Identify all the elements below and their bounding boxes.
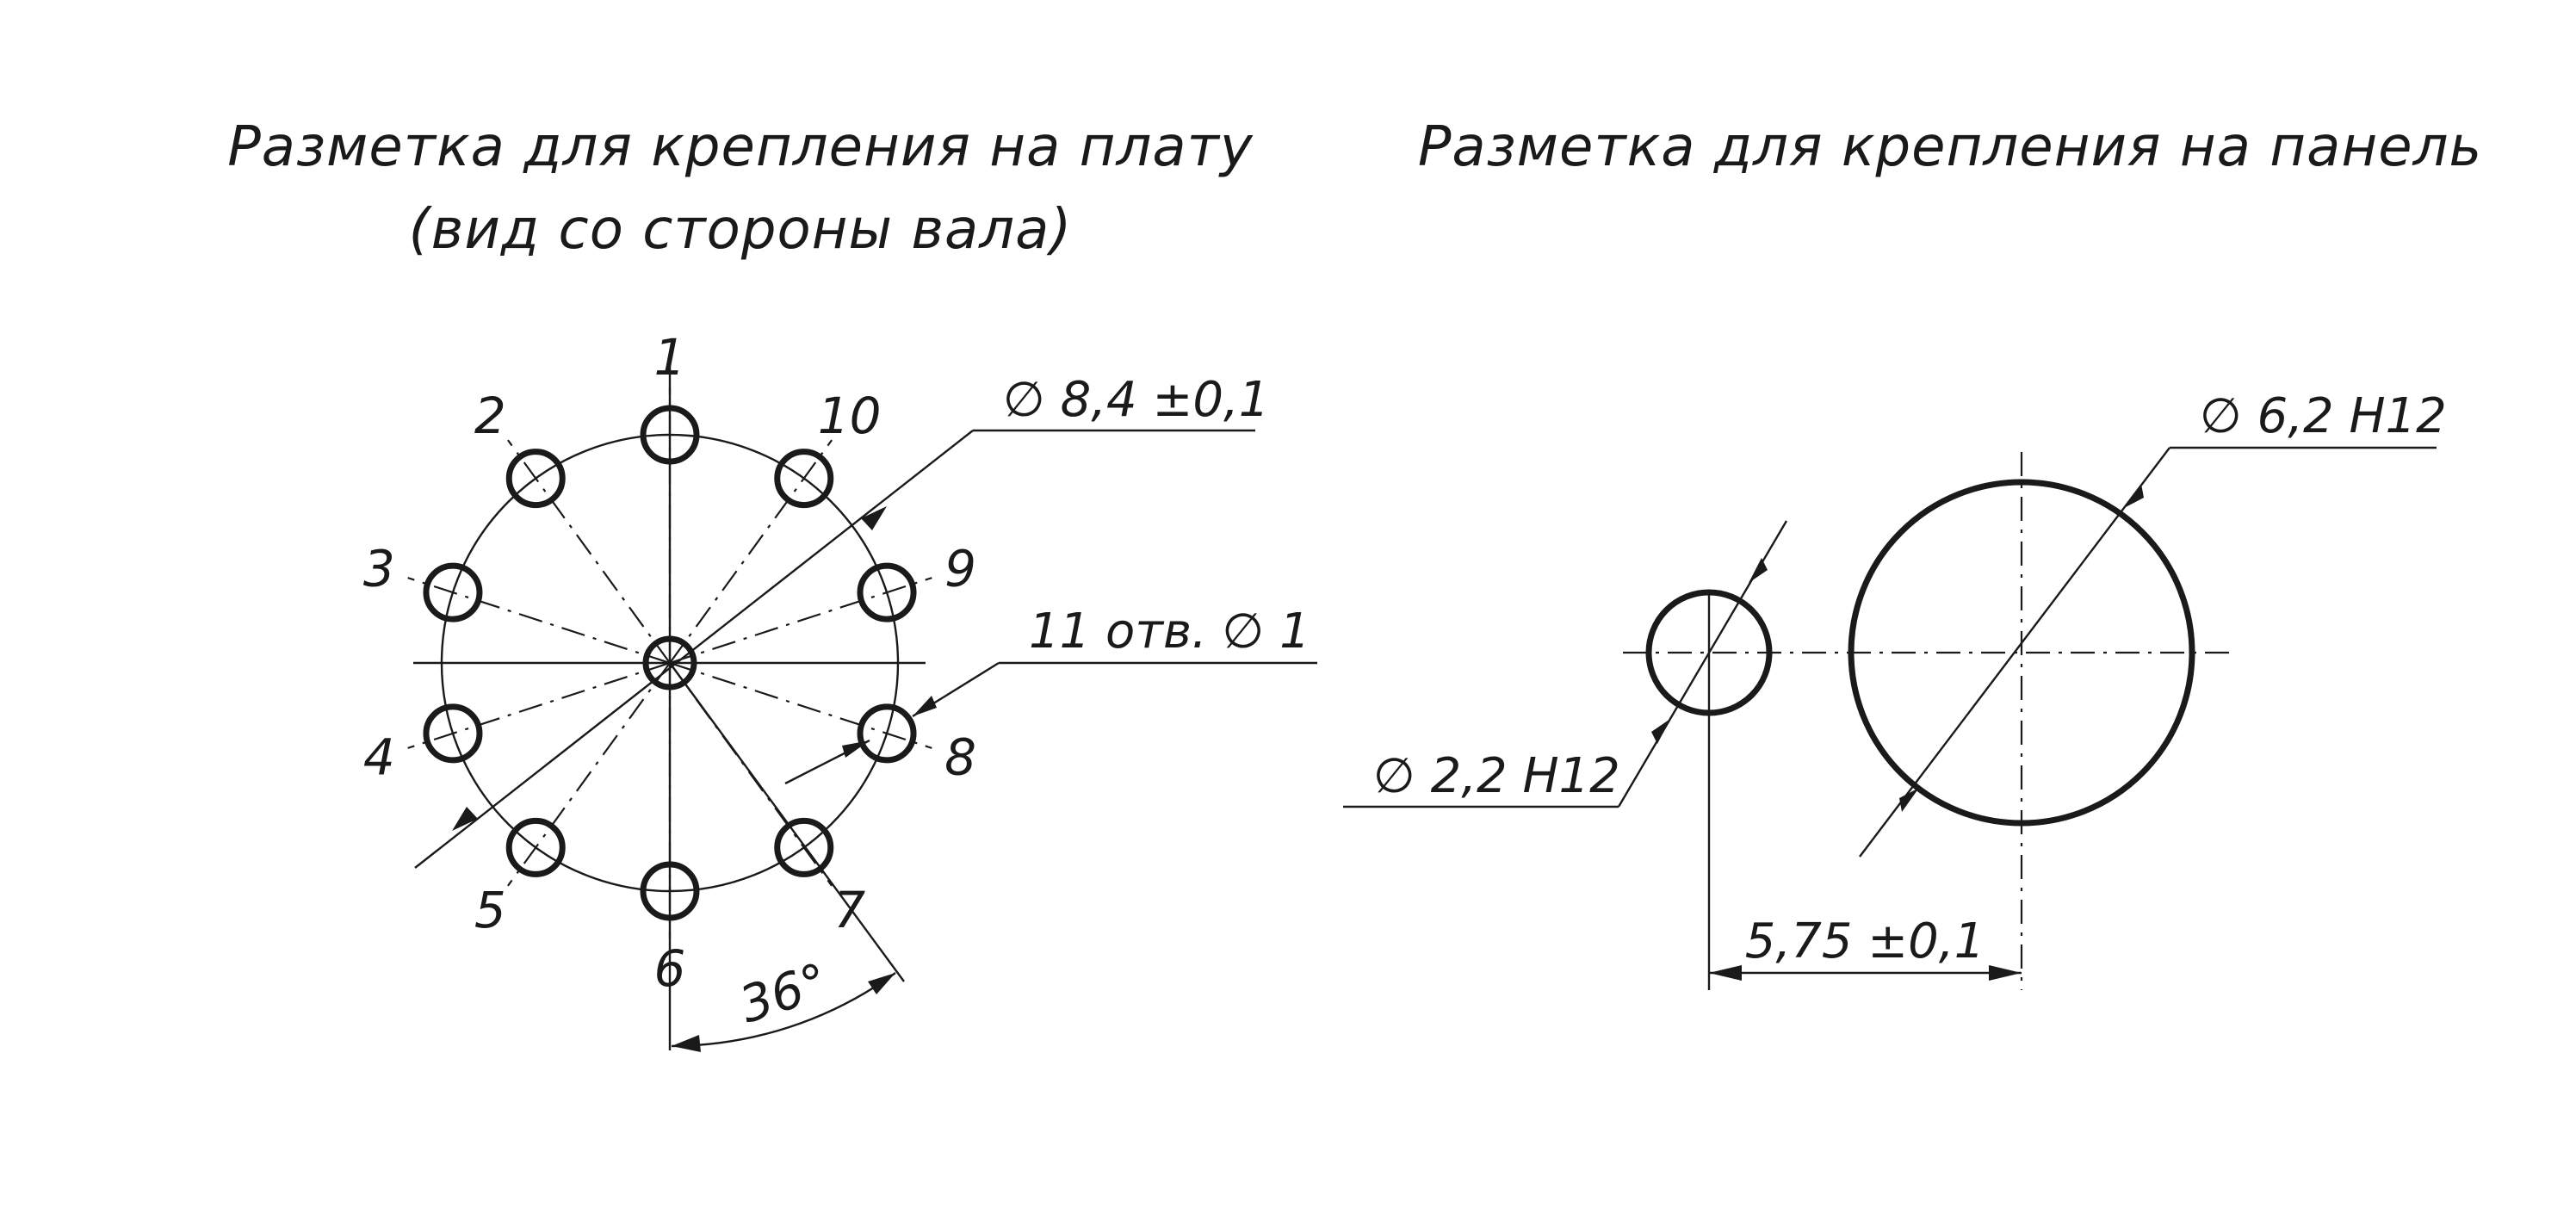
angle-arrow-right <box>868 973 895 994</box>
angle-arrow-left <box>672 1035 701 1052</box>
large-hole <box>1848 479 2195 827</box>
pin-label-5: 5 <box>474 881 506 939</box>
holes-label: 11 отв. ∅ 1 <box>1029 604 1310 660</box>
left-title-line2: (вид со стороны вала) <box>409 198 1073 262</box>
pin-hole-10 <box>774 449 834 509</box>
radial-line-9 <box>669 577 932 665</box>
angle-extension-line <box>669 662 905 982</box>
pin-hole-3 <box>423 562 483 622</box>
pin-hole-9 <box>857 562 917 622</box>
holes-leader-arrow <box>913 696 937 716</box>
pin-labels: 1 2 3 4 5 6 7 8 9 10 <box>363 328 976 998</box>
pin-hole-4 <box>423 703 483 764</box>
spacing-label: 5,75 ±0,1 <box>1745 913 1985 969</box>
spacing-arrow-left <box>1709 965 1742 981</box>
pcd-arrow-lower <box>452 807 478 831</box>
pin-label-6: 6 <box>654 939 686 998</box>
pin-label-9: 9 <box>944 539 976 598</box>
large-hole-arrow-top <box>2124 484 2144 508</box>
right-title: Разметка для крепления на панель <box>1418 115 2482 179</box>
radial-line-8 <box>669 661 932 749</box>
radial-line-10 <box>669 439 833 664</box>
pin-hole-2 <box>505 449 566 509</box>
small-hole-arrow-bottom <box>1651 719 1670 744</box>
pcd-arrow-upper <box>861 506 887 530</box>
pin-label-10: 10 <box>818 387 882 445</box>
pin-hole-1 <box>640 405 700 465</box>
pin-holes <box>423 405 917 921</box>
radial-line-5 <box>507 662 671 887</box>
large-hole-label: ∅ 6,2 H12 <box>2200 388 2447 444</box>
spacing-arrow-right <box>1989 965 2022 981</box>
panel-hole-pattern: ∅ 2,2 H12 ∅ 6,2 H12 5,75 ±0,1 <box>1343 388 2447 990</box>
radial-line-3 <box>407 577 671 665</box>
pcb-hole-pattern: 1 2 3 4 5 6 7 8 9 10 ∅ 8,4 ±0,1 11 отв. ∅ 1 36° <box>363 328 1317 1052</box>
small-hole-label: ∅ 2,2 H12 <box>1373 748 1620 804</box>
pin-hole-7 <box>774 817 834 877</box>
large-hole-dim-line <box>1859 447 2170 858</box>
pin-label-3: 3 <box>363 539 395 598</box>
pin-label-2: 2 <box>474 387 506 445</box>
pin-label-8: 8 <box>944 728 976 787</box>
radial-line-2 <box>507 439 671 664</box>
pin-hole-5 <box>505 817 566 877</box>
angle-arc <box>671 972 896 1048</box>
pin-label-1: 1 <box>654 328 686 387</box>
angle-label: 36° <box>733 951 835 1034</box>
pin-label-4: 4 <box>363 728 395 787</box>
left-title-line1: Разметка для крепления на плату <box>227 115 1254 179</box>
pin-hole-8 <box>857 703 917 764</box>
pcd-dimension-line <box>414 430 974 869</box>
pin8-arrow <box>842 740 870 758</box>
pin-label-7: 7 <box>833 881 865 939</box>
center-hole <box>642 635 697 691</box>
radial-line-4 <box>407 661 671 749</box>
pcd-label: ∅ 8,4 ±0,1 <box>1003 372 1269 428</box>
small-hole-arrow-top <box>1749 558 1768 583</box>
large-hole-arrow-bottom <box>1899 788 1919 812</box>
small-hole <box>1645 589 1773 716</box>
pin-hole-6 <box>640 861 700 921</box>
